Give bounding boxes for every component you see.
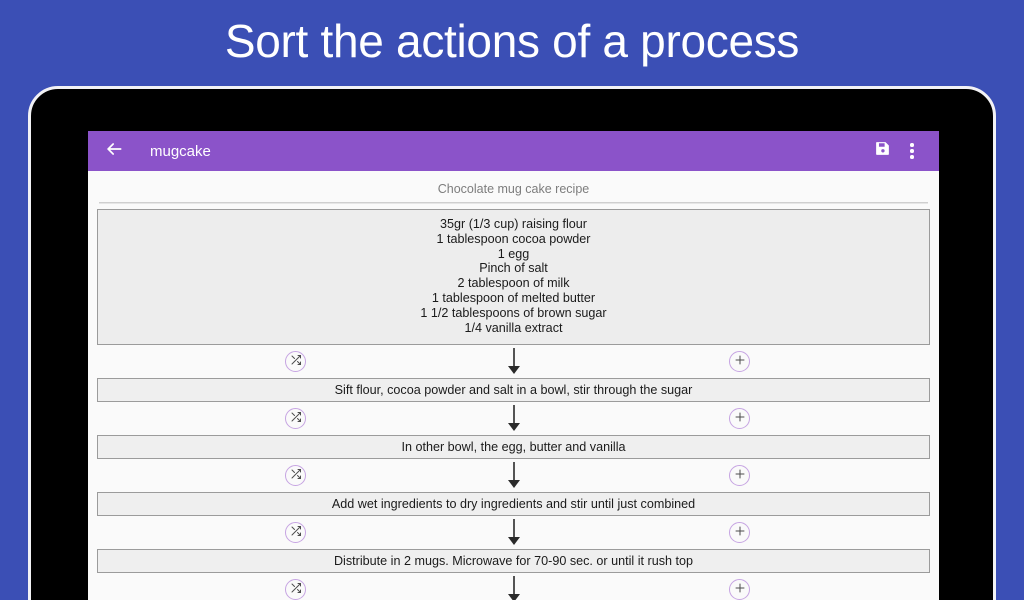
arrow-down-icon: [506, 576, 522, 600]
back-button[interactable]: [100, 137, 128, 165]
promo-headline: Sort the actions of a process: [224, 15, 800, 67]
add-step-button[interactable]: [729, 522, 750, 544]
connector-row: [97, 345, 930, 378]
step-row[interactable]: Distribute in 2 mugs. Microwave for 70-9…: [97, 549, 930, 574]
plus-icon: [734, 581, 746, 599]
save-button[interactable]: [867, 136, 897, 166]
shuffle-icon: [290, 353, 302, 371]
connector-row: [97, 459, 930, 492]
plus-icon: [734, 524, 746, 542]
add-step-button[interactable]: [729, 351, 750, 373]
add-step-button[interactable]: [729, 408, 750, 430]
ingredient-line: 1 egg: [497, 246, 530, 261]
process-editor-content: Chocolate mug cake recipe 35gr (1/3 cup)…: [88, 171, 939, 600]
ingredient-line: Pinch of salt: [479, 261, 548, 276]
step-row[interactable]: Add wet ingredients to dry ingredients a…: [97, 492, 930, 517]
shuffle-step-button[interactable]: [285, 408, 306, 430]
save-floppy-icon: [874, 140, 891, 162]
shuffle-step-button[interactable]: [285, 579, 306, 600]
ingredients-block[interactable]: 35gr (1/3 cup) raising flour 1 tablespoo…: [97, 209, 930, 346]
arrow-left-icon: [104, 139, 124, 164]
shuffle-step-button[interactable]: [285, 351, 306, 373]
app-bar-title: mugcake: [150, 142, 211, 160]
shuffle-icon: [290, 524, 302, 542]
shuffle-step-button[interactable]: [285, 465, 306, 487]
tablet-device-frame: mugcake Chocolate mug cake recipe: [28, 86, 996, 600]
ingredient-line: 35gr (1/3 cup) raising flour: [440, 217, 587, 231]
shuffle-step-button[interactable]: [285, 522, 306, 544]
title-divider: [99, 202, 928, 204]
device-screen: mugcake Chocolate mug cake recipe: [88, 131, 939, 600]
ingredient-line: 1 tablespoon of melted butter: [431, 290, 596, 305]
step-row[interactable]: In other bowl, the egg, butter and vanil…: [97, 435, 930, 460]
shuffle-icon: [290, 410, 302, 428]
add-step-button[interactable]: [729, 579, 750, 600]
plus-icon: [734, 410, 746, 428]
ingredient-line: 1 tablespoon cocoa powder: [436, 231, 591, 246]
shuffle-icon: [290, 467, 302, 485]
process-title[interactable]: Chocolate mug cake recipe: [437, 182, 590, 196]
add-step-button[interactable]: [729, 465, 750, 487]
shuffle-icon: [290, 581, 302, 599]
connector-row: [97, 402, 930, 435]
more-vertical-icon: [910, 143, 914, 159]
arrow-down-icon: [506, 519, 522, 546]
arrow-down-icon: [506, 405, 522, 432]
app-bar: mugcake: [88, 131, 939, 171]
arrow-down-icon: [506, 462, 522, 489]
connector-row: [97, 516, 930, 549]
connector-row: [97, 573, 930, 600]
plus-icon: [734, 353, 746, 371]
arrow-down-icon: [506, 348, 522, 375]
ingredient-line: 1/4 vanilla extract: [464, 320, 563, 335]
ingredient-line: 2 tablespoon of milk: [457, 276, 570, 291]
step-row[interactable]: Sift flour, cocoa powder and salt in a b…: [97, 378, 930, 403]
overflow-menu-button[interactable]: [897, 136, 927, 166]
plus-icon: [734, 467, 746, 485]
ingredient-line: 1 1/2 tablespoons of brown sugar: [420, 305, 607, 320]
